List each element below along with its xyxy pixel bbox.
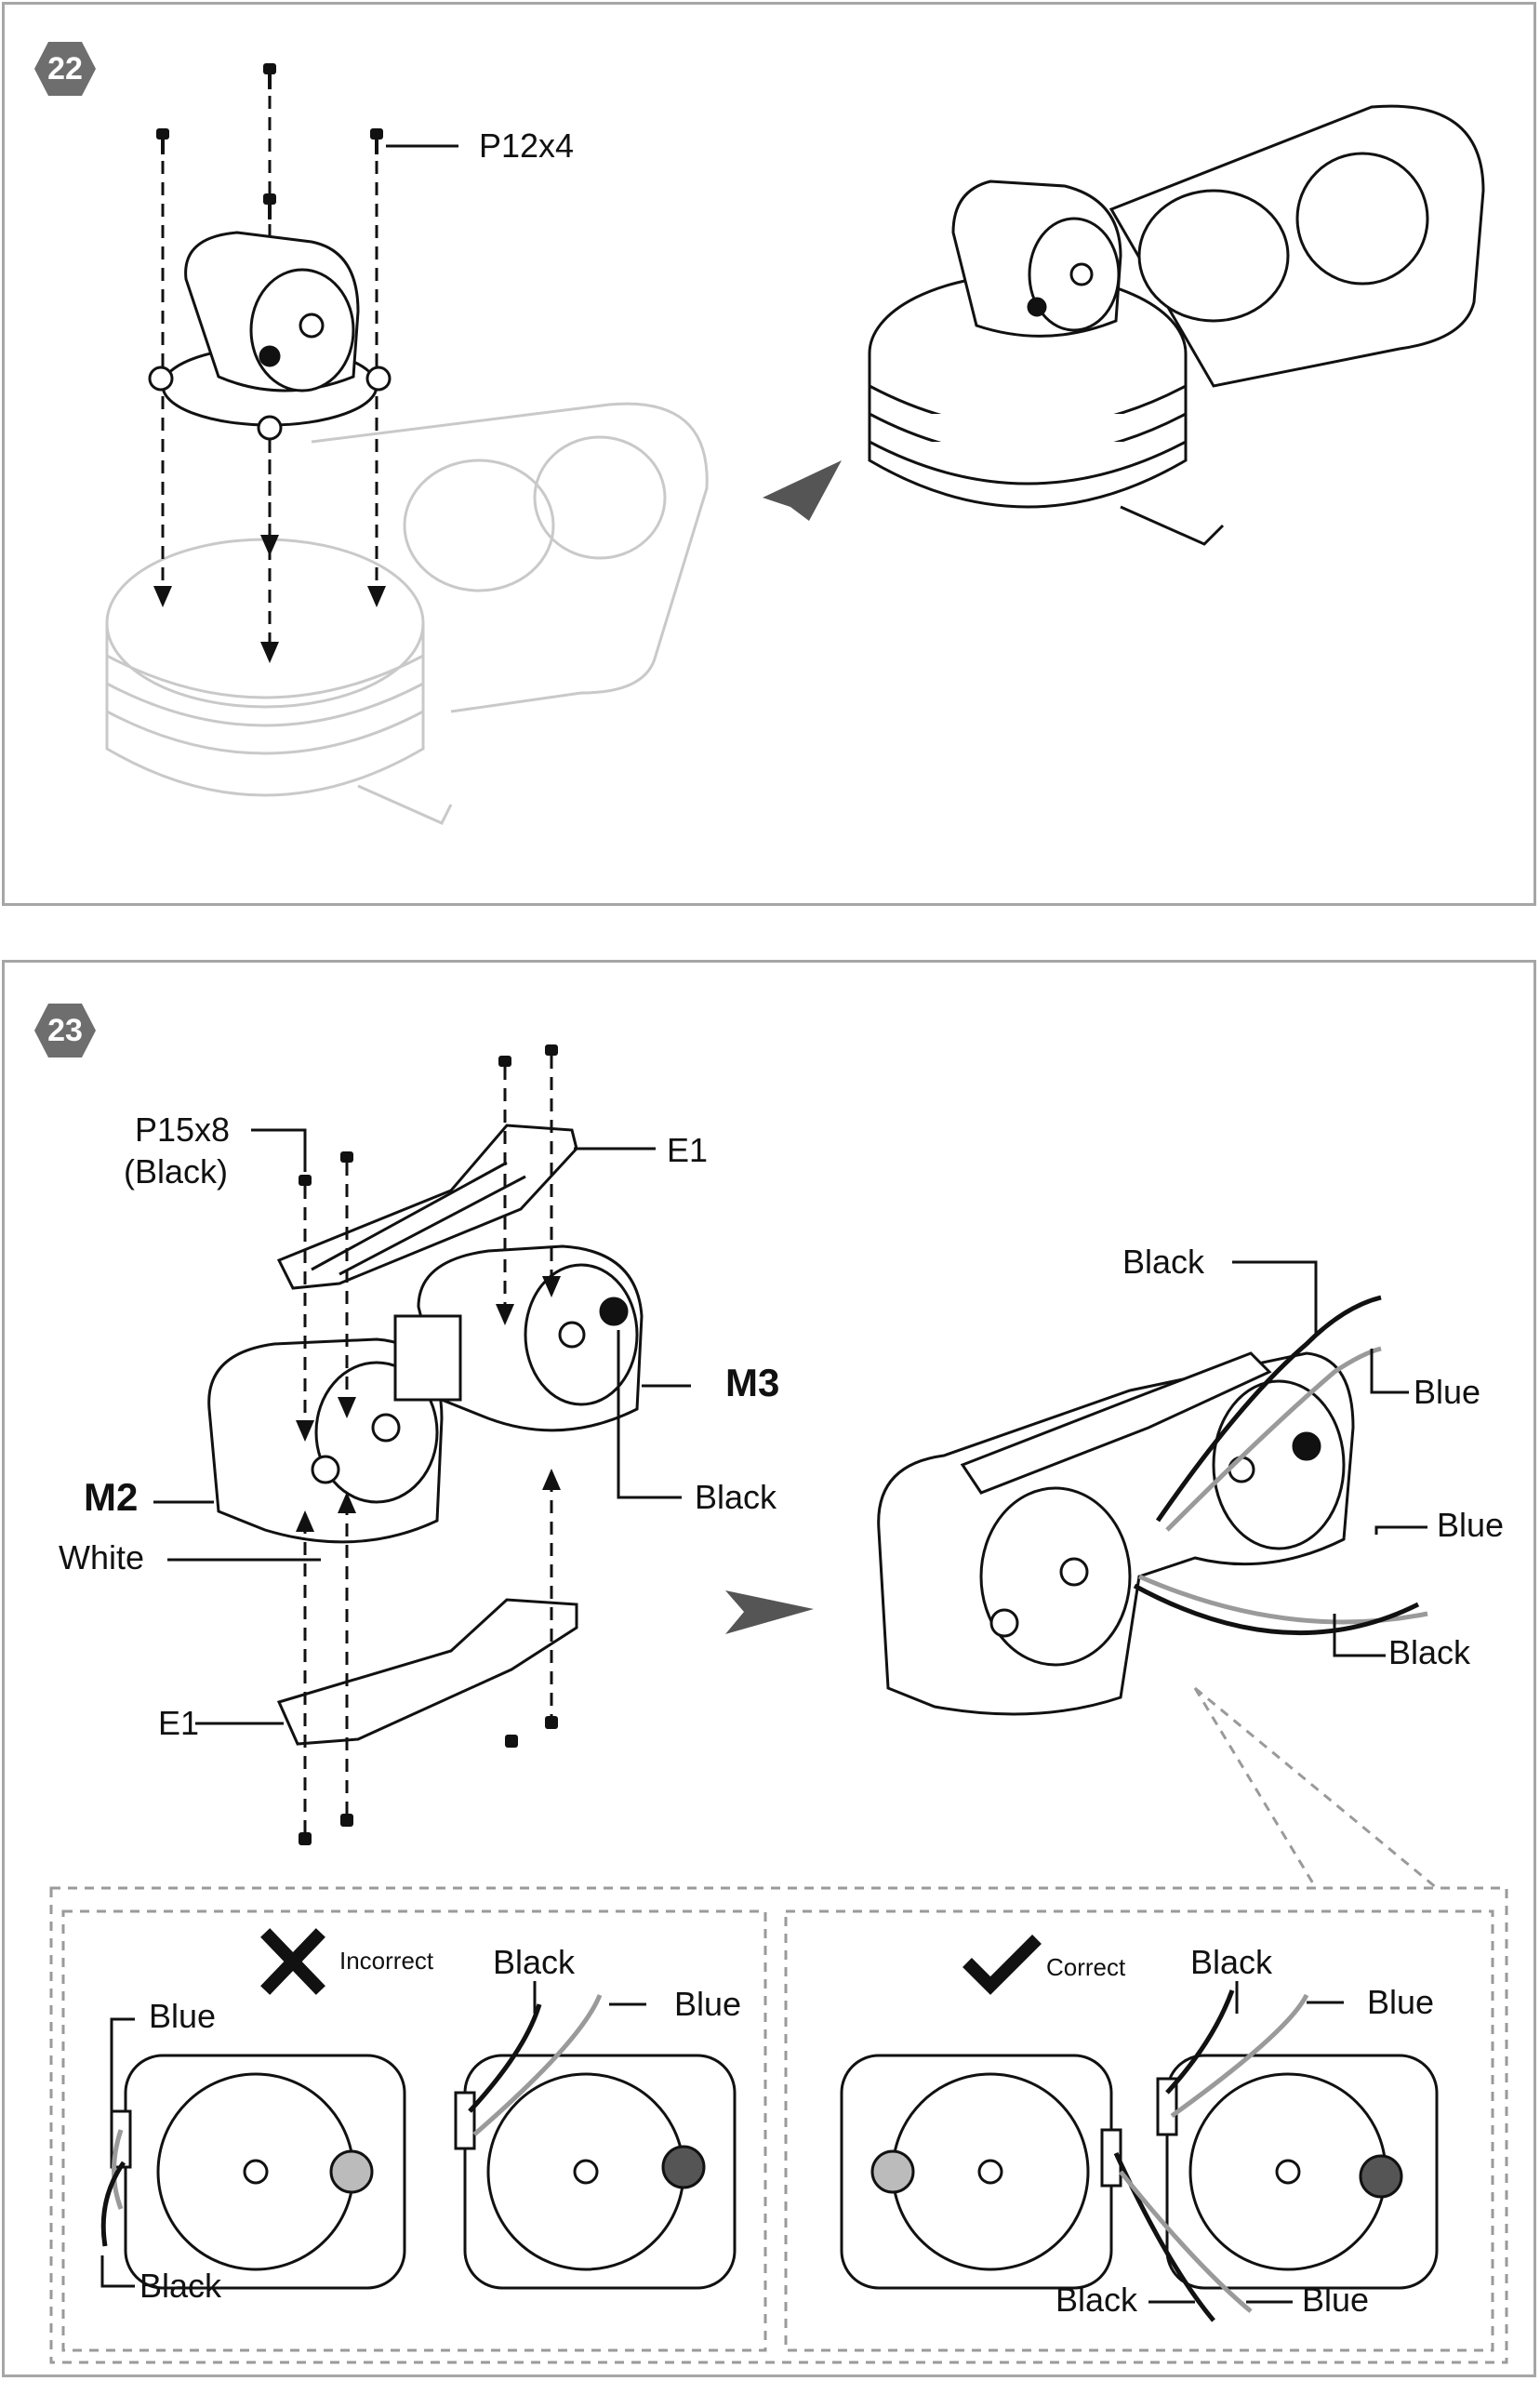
bottom-bracket — [276, 1598, 578, 1746]
incorrect-left-top-wire-label: Blue — [149, 1997, 217, 2035]
step-22-panel: 22 — [2, 2, 1536, 906]
incorrect-callouts — [100, 1981, 646, 2288]
incorrect-cross-icon — [260, 1928, 325, 1995]
result-wire-label-2: Blue — [1414, 1373, 1481, 1411]
correct-wiring-view — [840, 2054, 1439, 2290]
screw-label: P12x4 — [479, 126, 575, 165]
zoom-callout-lines — [49, 1686, 1508, 2364]
result-wires — [1133, 1295, 1428, 1636]
step-number-badge: 22 — [33, 40, 98, 98]
result-arrow-icon — [725, 1590, 814, 1634]
correct-top-black-wire-label: Black — [1190, 1943, 1273, 1981]
bottom-bracket-label: E1 — [158, 1704, 200, 1742]
incorrect-wires — [100, 1994, 603, 2247]
screw-heads — [296, 1044, 561, 1845]
result-wire-label-3: Blue — [1437, 1506, 1505, 1544]
gear-left-label: White — [59, 1538, 145, 1576]
incorrect-label: Incorrect — [339, 1947, 434, 1975]
step-number-badge: 23 — [33, 1002, 98, 1059]
result-wire-label-4: Black — [1388, 1633, 1471, 1671]
hexagon-badge-icon — [34, 1004, 96, 1057]
step-23-panel: 23 — [2, 960, 1536, 2377]
result-wire-label-1: Black — [1122, 1243, 1205, 1281]
gear-right-label: Black — [695, 1478, 777, 1516]
screw-label-line1: P15x8 — [135, 1111, 231, 1149]
step-22-illustration — [105, 63, 1485, 825]
incorrect-right-top-wire-label: Black — [493, 1943, 576, 1981]
top-bracket-label: E1 — [667, 1131, 709, 1169]
correct-wires — [1113, 1989, 1309, 2322]
correct-top-blue-wire-label: Blue — [1367, 1983, 1435, 2021]
step-number: 23 — [47, 1013, 83, 1048]
screw-guides — [303, 1056, 553, 1832]
correct-bottom-blue-wire-label: Blue — [1302, 2281, 1370, 2319]
base-assembly-faint — [105, 402, 709, 825]
screw-label-line2: (Black) — [124, 1152, 229, 1190]
correct-bottom-black-wire-label: Black — [1055, 2281, 1138, 2319]
step-23-illustration — [49, 1044, 1508, 2364]
incorrect-right-second-wire-label: Blue — [674, 1985, 742, 2023]
motor-m2-label: M2 — [84, 1475, 139, 1519]
finished-motor-assembly — [877, 1351, 1355, 1716]
incorrect-left-bottom-wire-label: Black — [139, 2267, 222, 2305]
correct-check-icon — [962, 1935, 1042, 1995]
correct-callouts — [1148, 1981, 1344, 2304]
motor-m3 — [393, 1244, 644, 1432]
finished-base-assembly — [868, 104, 1485, 546]
callout-lines — [153, 1128, 691, 1725]
step-number: 22 — [47, 51, 83, 86]
correct-label: Correct — [1046, 1953, 1126, 1981]
incorrect-wiring-view — [110, 2054, 737, 2290]
hexagon-badge-icon — [34, 42, 96, 96]
motor-with-flange — [148, 231, 392, 441]
result-wire-callouts — [1232, 1260, 1427, 1657]
motor-m3-label: M3 — [725, 1361, 780, 1404]
result-arrow-icon — [763, 460, 842, 521]
